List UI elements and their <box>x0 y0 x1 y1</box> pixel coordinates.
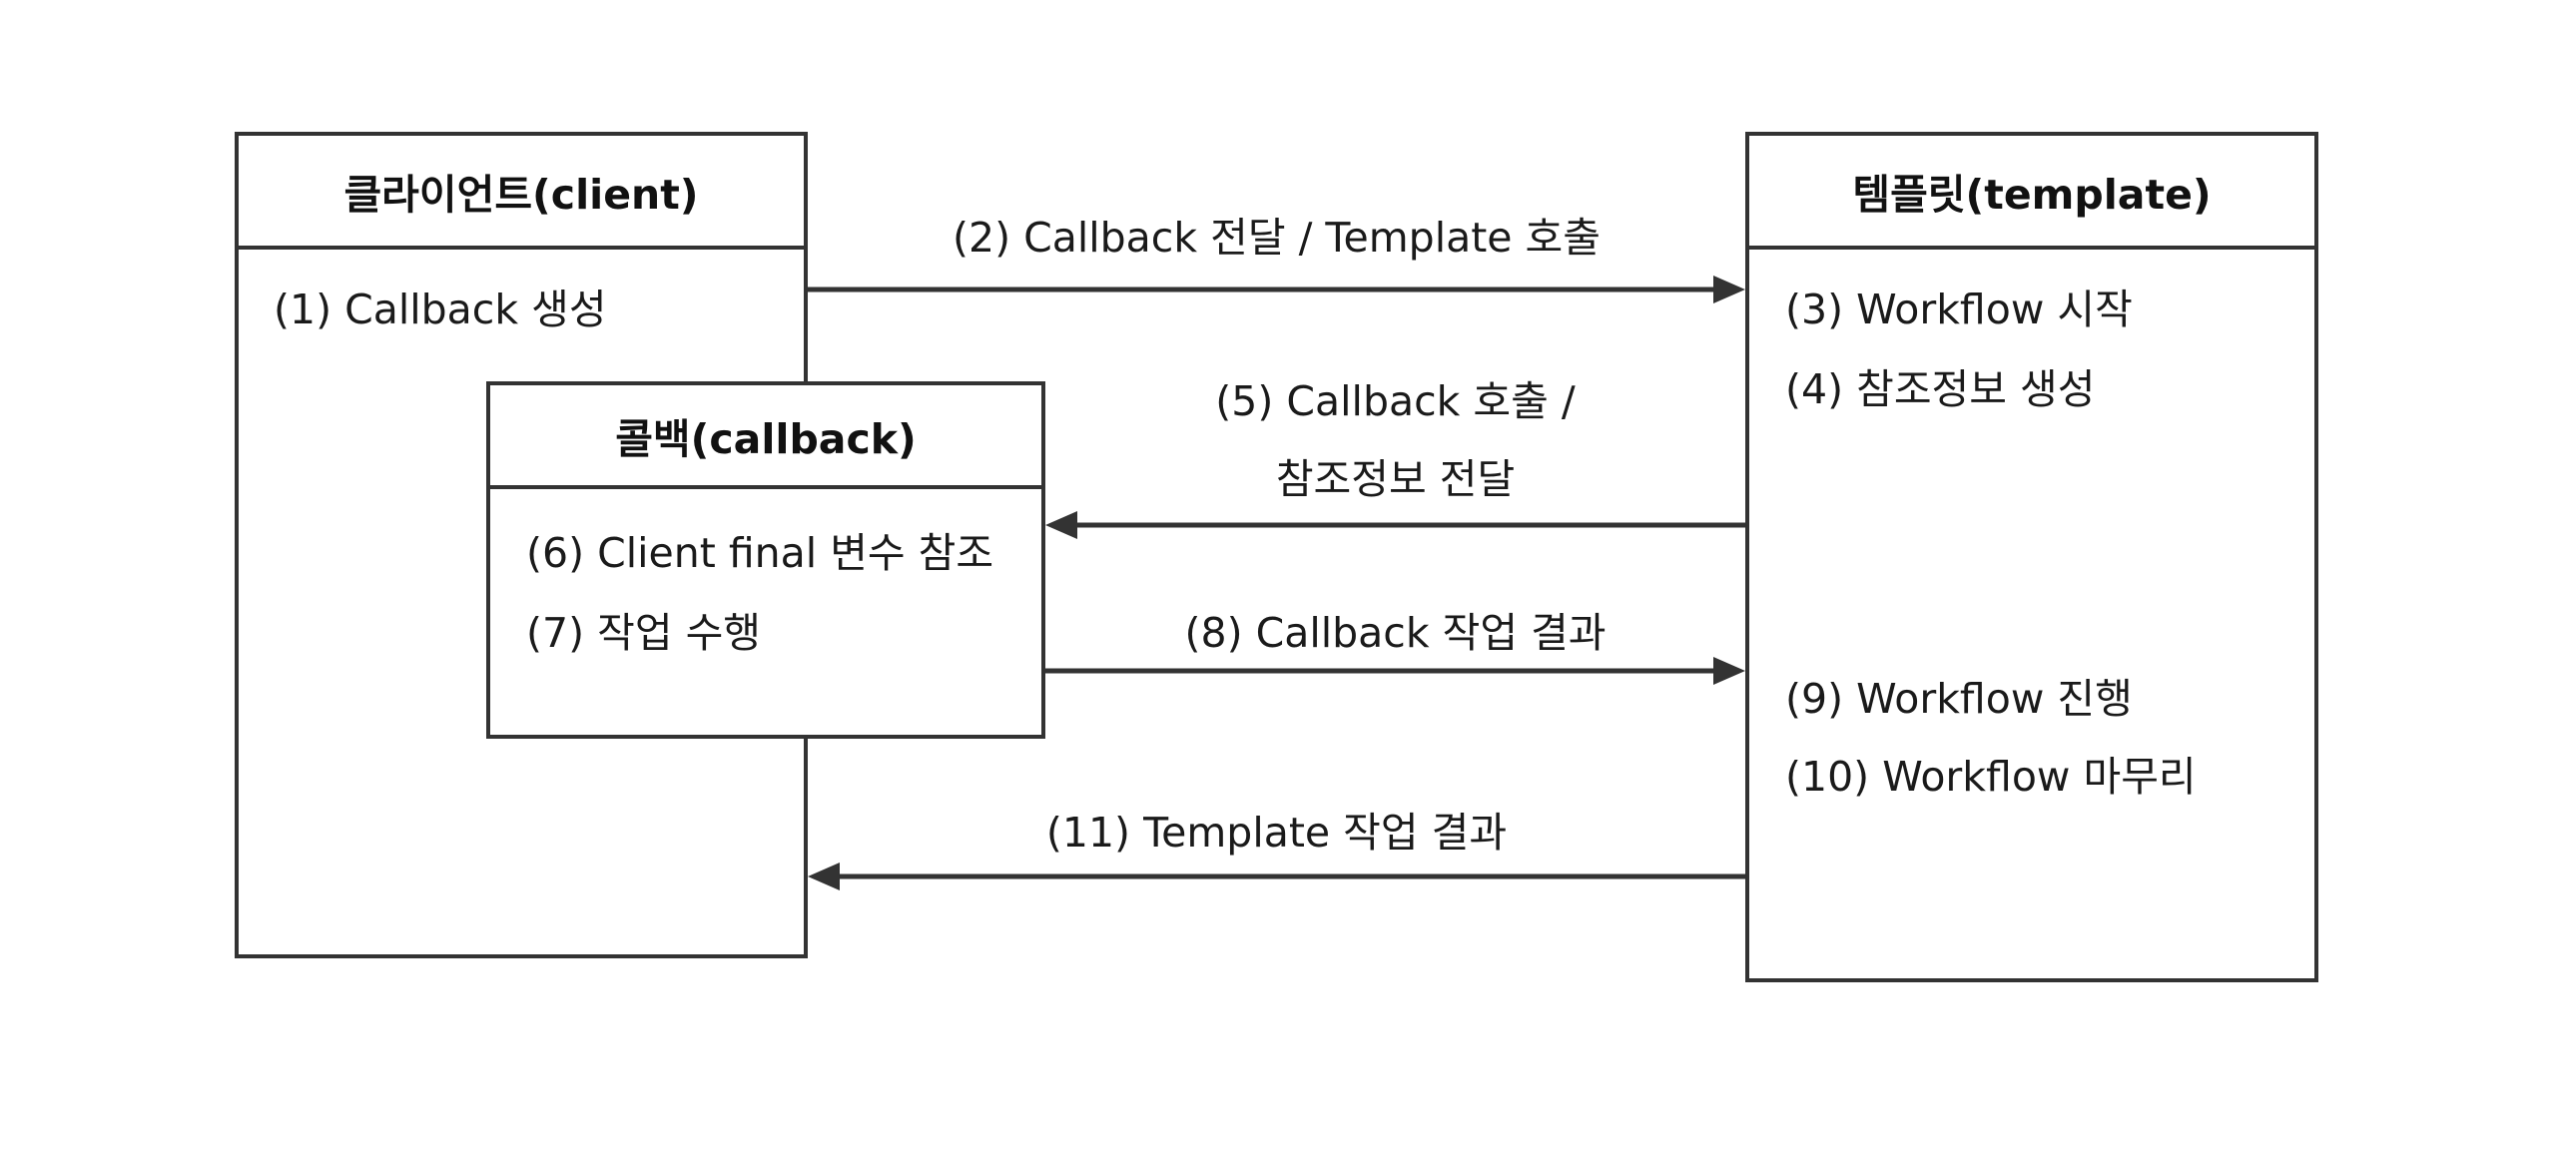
template-step-9: (9) Workflow 진행 <box>1785 675 2133 723</box>
template-title: 템플릿(template) <box>1749 136 2314 250</box>
arrow-8-label: (8) Callback 작업 결과 <box>1184 609 1607 657</box>
arrow-5-label-line-2: 참조정보 전달 <box>1275 455 1516 503</box>
arrow-2 <box>808 276 1745 303</box>
arrow-2-label: (2) Callback 전달 / Template 호출 <box>953 214 1601 262</box>
client-step-1: (1) Callback 생성 <box>274 286 607 333</box>
arrow-5 <box>1045 511 1745 539</box>
template-step-10: (10) Workflow 마무리 <box>1785 753 2197 801</box>
arrow-8 <box>1045 657 1745 685</box>
arrow-11 <box>808 863 1745 890</box>
template-box: 템플릿(template) <box>1745 132 2318 982</box>
callback-box: 콜백(callback) <box>486 381 1045 739</box>
client-title: 클라이언트(client) <box>239 136 804 250</box>
template-step-4: (4) 참조정보 생성 <box>1785 365 2096 413</box>
callback-title: 콜백(callback) <box>490 385 1041 489</box>
arrow-5-label-line-1: (5) Callback 호출 / <box>1215 377 1576 425</box>
arrow-11-label: (11) Template 작업 결과 <box>1045 809 1508 857</box>
callback-step-6: (6) Client final 변수 참조 <box>526 529 994 577</box>
template-step-3: (3) Workflow 시작 <box>1785 286 2133 333</box>
callback-step-7: (7) 작업 수행 <box>526 609 762 657</box>
